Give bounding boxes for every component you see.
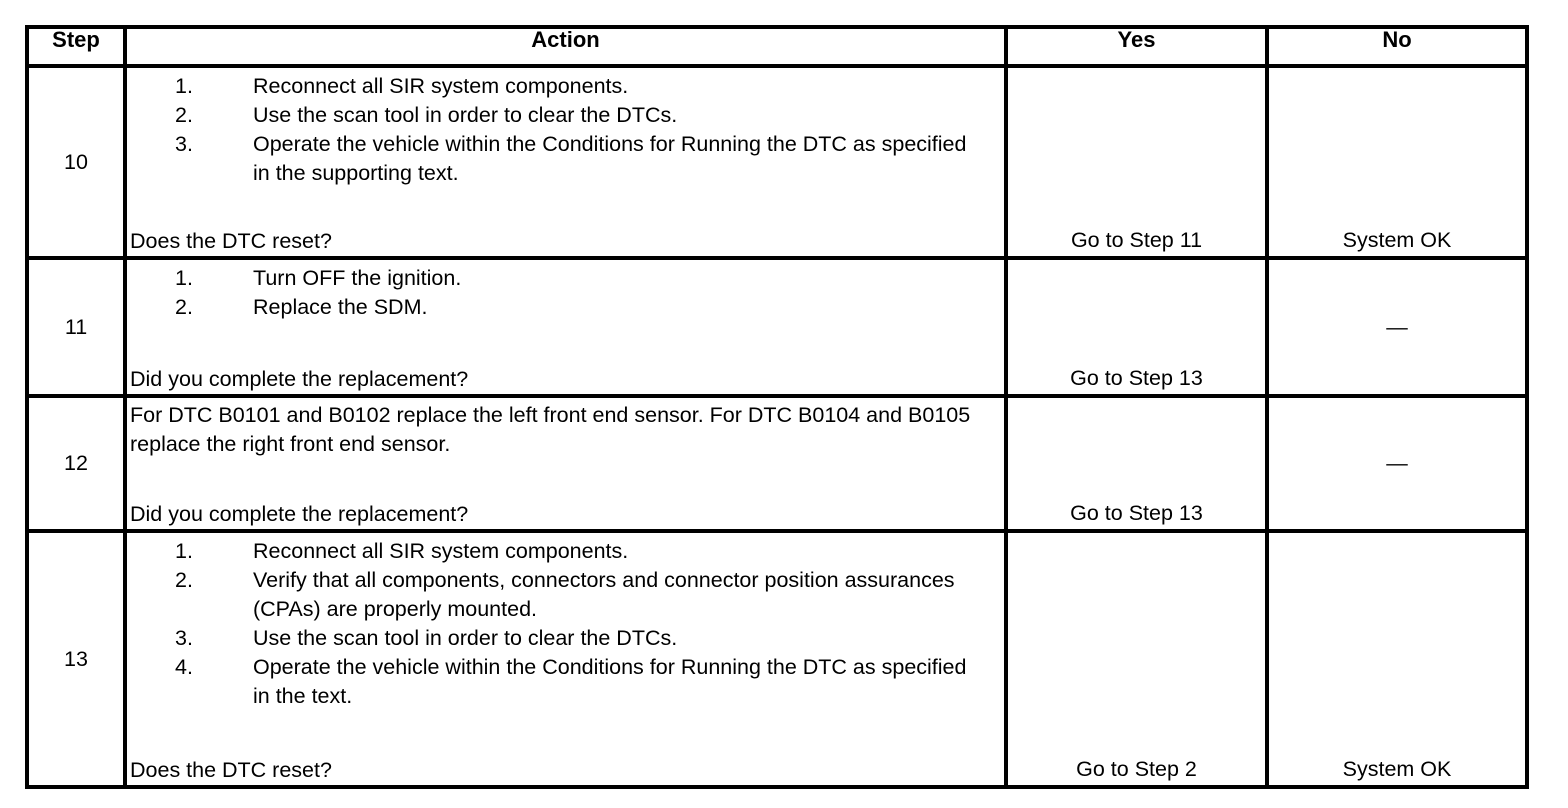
yes-cell-content: Go to Step 11 (1010, 70, 1263, 254)
step-cell-content: 10 (31, 70, 121, 254)
step-number: 11 (64, 314, 88, 339)
no-cell: — (1265, 256, 1529, 398)
list-item-number: 1. (175, 266, 193, 290)
list-item-text: Verify that all components, connectors a… (253, 568, 955, 621)
step-cell-content: 13 (31, 535, 121, 783)
no-value: System OK (1342, 757, 1452, 781)
list-item-text: Reconnect all SIR system components. (253, 74, 629, 98)
list-item-text: Reconnect all SIR system components. (253, 539, 629, 563)
action-cell: For DTC B0101 and B0102 replace the left… (123, 394, 1008, 533)
yes-value: Go to Step 13 (1070, 501, 1203, 525)
list-item-number: 2. (175, 568, 193, 592)
list-item-text: Operate the vehicle within the Condition… (253, 655, 967, 708)
list-item-number: 2. (175, 103, 193, 127)
step-cell: 13 (25, 529, 127, 789)
action-cell-content: 1. Reconnect all SIR system components. 2.… (129, 70, 1002, 254)
action-list-item: 2. Verify that all components, connectors… (129, 566, 1002, 624)
no-dash: — (1386, 451, 1408, 475)
diagnostic-table: Step Action Yes No 10 1. Reconnect all SIR… (25, 25, 1529, 789)
list-item-text: Turn OFF the ignition. (253, 266, 462, 290)
no-cell-content: — (1271, 262, 1523, 392)
document-page: Step Action Yes No 10 1. Reconnect all SIR… (25, 25, 1529, 789)
yes-value: Go to Step 13 (1070, 366, 1203, 390)
yes-cell-content: Go to Step 13 (1010, 400, 1263, 527)
action-list: 1. Reconnect all SIR system components. 2.… (129, 537, 1002, 711)
action-question: Did you complete the replacement? (130, 367, 469, 391)
yes-value: Go to Step 11 (1070, 228, 1203, 252)
action-list-item: 4. Operate the vehicle within the Conditi… (129, 653, 1002, 711)
no-cell-content: System OK (1271, 535, 1523, 783)
yes-cell-content: Go to Step 2 (1010, 535, 1263, 783)
header-step: Step (25, 25, 127, 68)
list-item-number: 3. (175, 626, 193, 650)
list-item-text: Replace the SDM. (253, 295, 428, 319)
action-paragraph: For DTC B0101 and B0102 replace the left… (130, 403, 971, 456)
action-question: Did you complete the replacement? (130, 502, 469, 526)
list-item-number: 1. (175, 539, 193, 563)
table-row: 12 For DTC B0101 and B0102 replace the le… (25, 394, 1529, 533)
list-item-text: Use the scan tool in order to clear the … (253, 103, 678, 127)
header-yes: Yes (1004, 25, 1269, 68)
action-cell-content: 1. Turn OFF the ignition. 2. Replace the SD… (129, 262, 1002, 392)
yes-cell: Go to Step 13 (1004, 256, 1269, 398)
action-list-item: 2. Replace the SDM. (129, 293, 1002, 322)
no-value: System OK (1342, 228, 1452, 252)
action-question: Does the DTC reset? (130, 758, 332, 782)
table-row: 10 1. Reconnect all SIR system components.… (25, 64, 1529, 260)
step-number: 13 (64, 646, 88, 671)
table-row: 13 1. Reconnect all SIR system components.… (25, 529, 1529, 789)
list-item-number: 1. (175, 74, 193, 98)
action-list: 1. Reconnect all SIR system components. 2.… (129, 72, 1002, 188)
list-item-number: 4. (175, 655, 193, 679)
action-list-item: 1. Turn OFF the ignition. (129, 264, 1002, 293)
list-item-number: 3. (175, 132, 193, 156)
step-cell-content: 11 (31, 262, 121, 392)
action-list: 1. Turn OFF the ignition. 2. Replace the SD… (129, 264, 1002, 322)
action-cell: 1. Reconnect all SIR system components. 2.… (123, 64, 1008, 260)
no-cell-content: System OK (1271, 70, 1523, 254)
yes-cell: Go to Step 11 (1004, 64, 1269, 260)
step-cell: 10 (25, 64, 127, 260)
action-list-item: 1. Reconnect all SIR system components. (129, 72, 1002, 101)
action-cell: 1. Turn OFF the ignition. 2. Replace the SD… (123, 256, 1008, 398)
action-list-item: 2. Use the scan tool in order to clear th… (129, 101, 1002, 130)
action-cell: 1. Reconnect all SIR system components. 2.… (123, 529, 1008, 789)
yes-cell: Go to Step 13 (1004, 394, 1269, 533)
action-list-item: 3. Operate the vehicle within the Conditi… (129, 130, 1002, 188)
no-dash: — (1386, 314, 1408, 339)
no-cell-content: — (1271, 400, 1523, 527)
step-number: 12 (64, 451, 88, 475)
yes-cell-content: Go to Step 13 (1010, 262, 1263, 392)
no-cell: System OK (1265, 529, 1529, 789)
step-cell: 11 (25, 256, 127, 398)
table-body: 10 1. Reconnect all SIR system components.… (25, 64, 1529, 789)
step-cell-content: 12 (31, 400, 121, 527)
step-number: 10 (64, 149, 88, 174)
yes-cell: Go to Step 2 (1004, 529, 1269, 789)
action-list-item: 3. Use the scan tool in order to clear th… (129, 624, 1002, 653)
action-cell-content: 1. Reconnect all SIR system components. 2.… (129, 535, 1002, 783)
no-cell: — (1265, 394, 1529, 533)
action-cell-content: For DTC B0101 and B0102 replace the left… (129, 400, 1002, 527)
action-list-item: 1. Reconnect all SIR system components. (129, 537, 1002, 566)
header-no: No (1265, 25, 1529, 68)
list-item-number: 2. (175, 295, 193, 319)
header-row: Step Action Yes No (25, 25, 1529, 68)
no-cell: System OK (1265, 64, 1529, 260)
list-item-text: Operate the vehicle within the Condition… (253, 132, 967, 185)
yes-value: Go to Step 2 (1076, 757, 1197, 781)
step-cell: 12 (25, 394, 127, 533)
action-question: Does the DTC reset? (130, 229, 332, 253)
table-row: 11 1. Turn OFF the ignition. 2. Replace the … (25, 256, 1529, 398)
header-action: Action (123, 25, 1008, 68)
list-item-text: Use the scan tool in order to clear the … (253, 626, 678, 650)
